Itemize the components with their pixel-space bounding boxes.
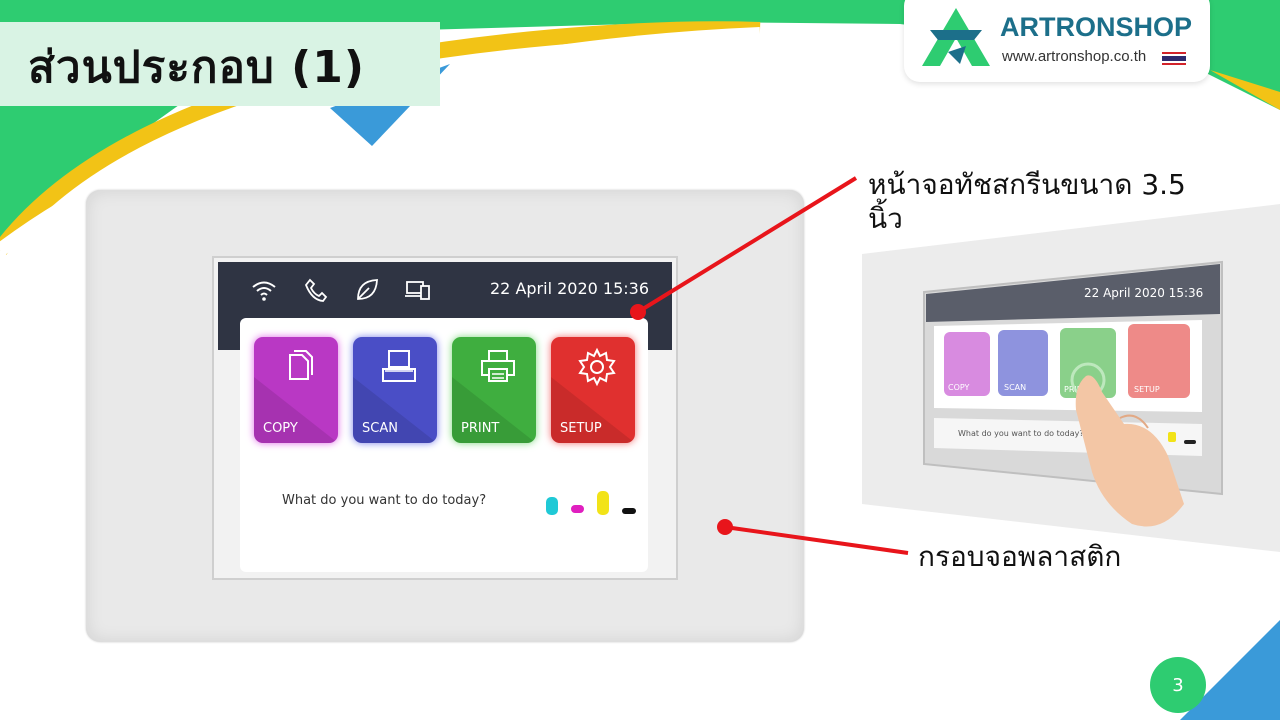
tile-shade: [254, 377, 338, 443]
title-band: [0, 22, 440, 106]
touchscreen-callout: หน้าจอทัชสกรีนขนาด 3.5 นิ้ว: [868, 168, 1186, 235]
devices-icon: [405, 281, 430, 300]
tile-shade: [452, 377, 536, 443]
leaf-icon: [357, 279, 378, 300]
photo-setup-label: SETUP: [1134, 385, 1160, 394]
scan-tile[interactable]: SCAN: [353, 337, 437, 443]
photo-question: What do you want to do today?: [958, 429, 1084, 438]
ink-cyan: [546, 497, 558, 515]
photo-datetime: 22 April 2020 15:36: [1084, 286, 1203, 300]
tile-shade: [353, 377, 437, 443]
copy-label: COPY: [263, 421, 298, 436]
setup-tile[interactable]: SETUP: [551, 337, 635, 443]
copy-icon: [289, 350, 313, 380]
gear-icon: [578, 347, 616, 387]
page-number-badge: 3: [1150, 657, 1206, 713]
slide-title: ส่วนประกอบ (1): [28, 42, 365, 93]
photo-scan-label: SCAN: [1004, 383, 1026, 392]
frame-callout: กรอบจอพลาสติก: [918, 540, 1122, 573]
print-tile[interactable]: PRINT: [452, 337, 536, 443]
scan-label: SCAN: [362, 421, 398, 436]
brand-logo: ARTRONSHOP www.artronshop.co.th: [904, 0, 1210, 82]
brand-url: www.artronshop.co.th: [1002, 48, 1147, 65]
ink-magenta: [571, 505, 584, 513]
hand-icon: [1075, 375, 1184, 527]
printer-icon: [481, 350, 515, 382]
device-datetime: 22 April 2020 15:36: [490, 279, 650, 298]
print-label: PRINT: [461, 421, 500, 436]
scanner-icon: [382, 350, 416, 382]
brand-logo-mark: [922, 8, 990, 66]
brand-name: ARTRONSHOP: [1000, 12, 1193, 42]
ink-yellow: [597, 491, 609, 515]
wifi-icon: [252, 281, 276, 301]
phone-icon: [304, 278, 328, 302]
copy-tile[interactable]: COPY: [254, 337, 338, 443]
thai-flag-icon: [1162, 52, 1186, 65]
ink-black: [622, 508, 636, 514]
device-question: What do you want to do today?: [282, 493, 487, 508]
tile-shade: [551, 377, 635, 443]
photo-copy-label: COPY: [948, 383, 970, 392]
setup-label: SETUP: [560, 421, 602, 436]
device-photo: 22 April 2020 15:36 COPY SCAN PRINT SETU…: [862, 204, 1280, 552]
